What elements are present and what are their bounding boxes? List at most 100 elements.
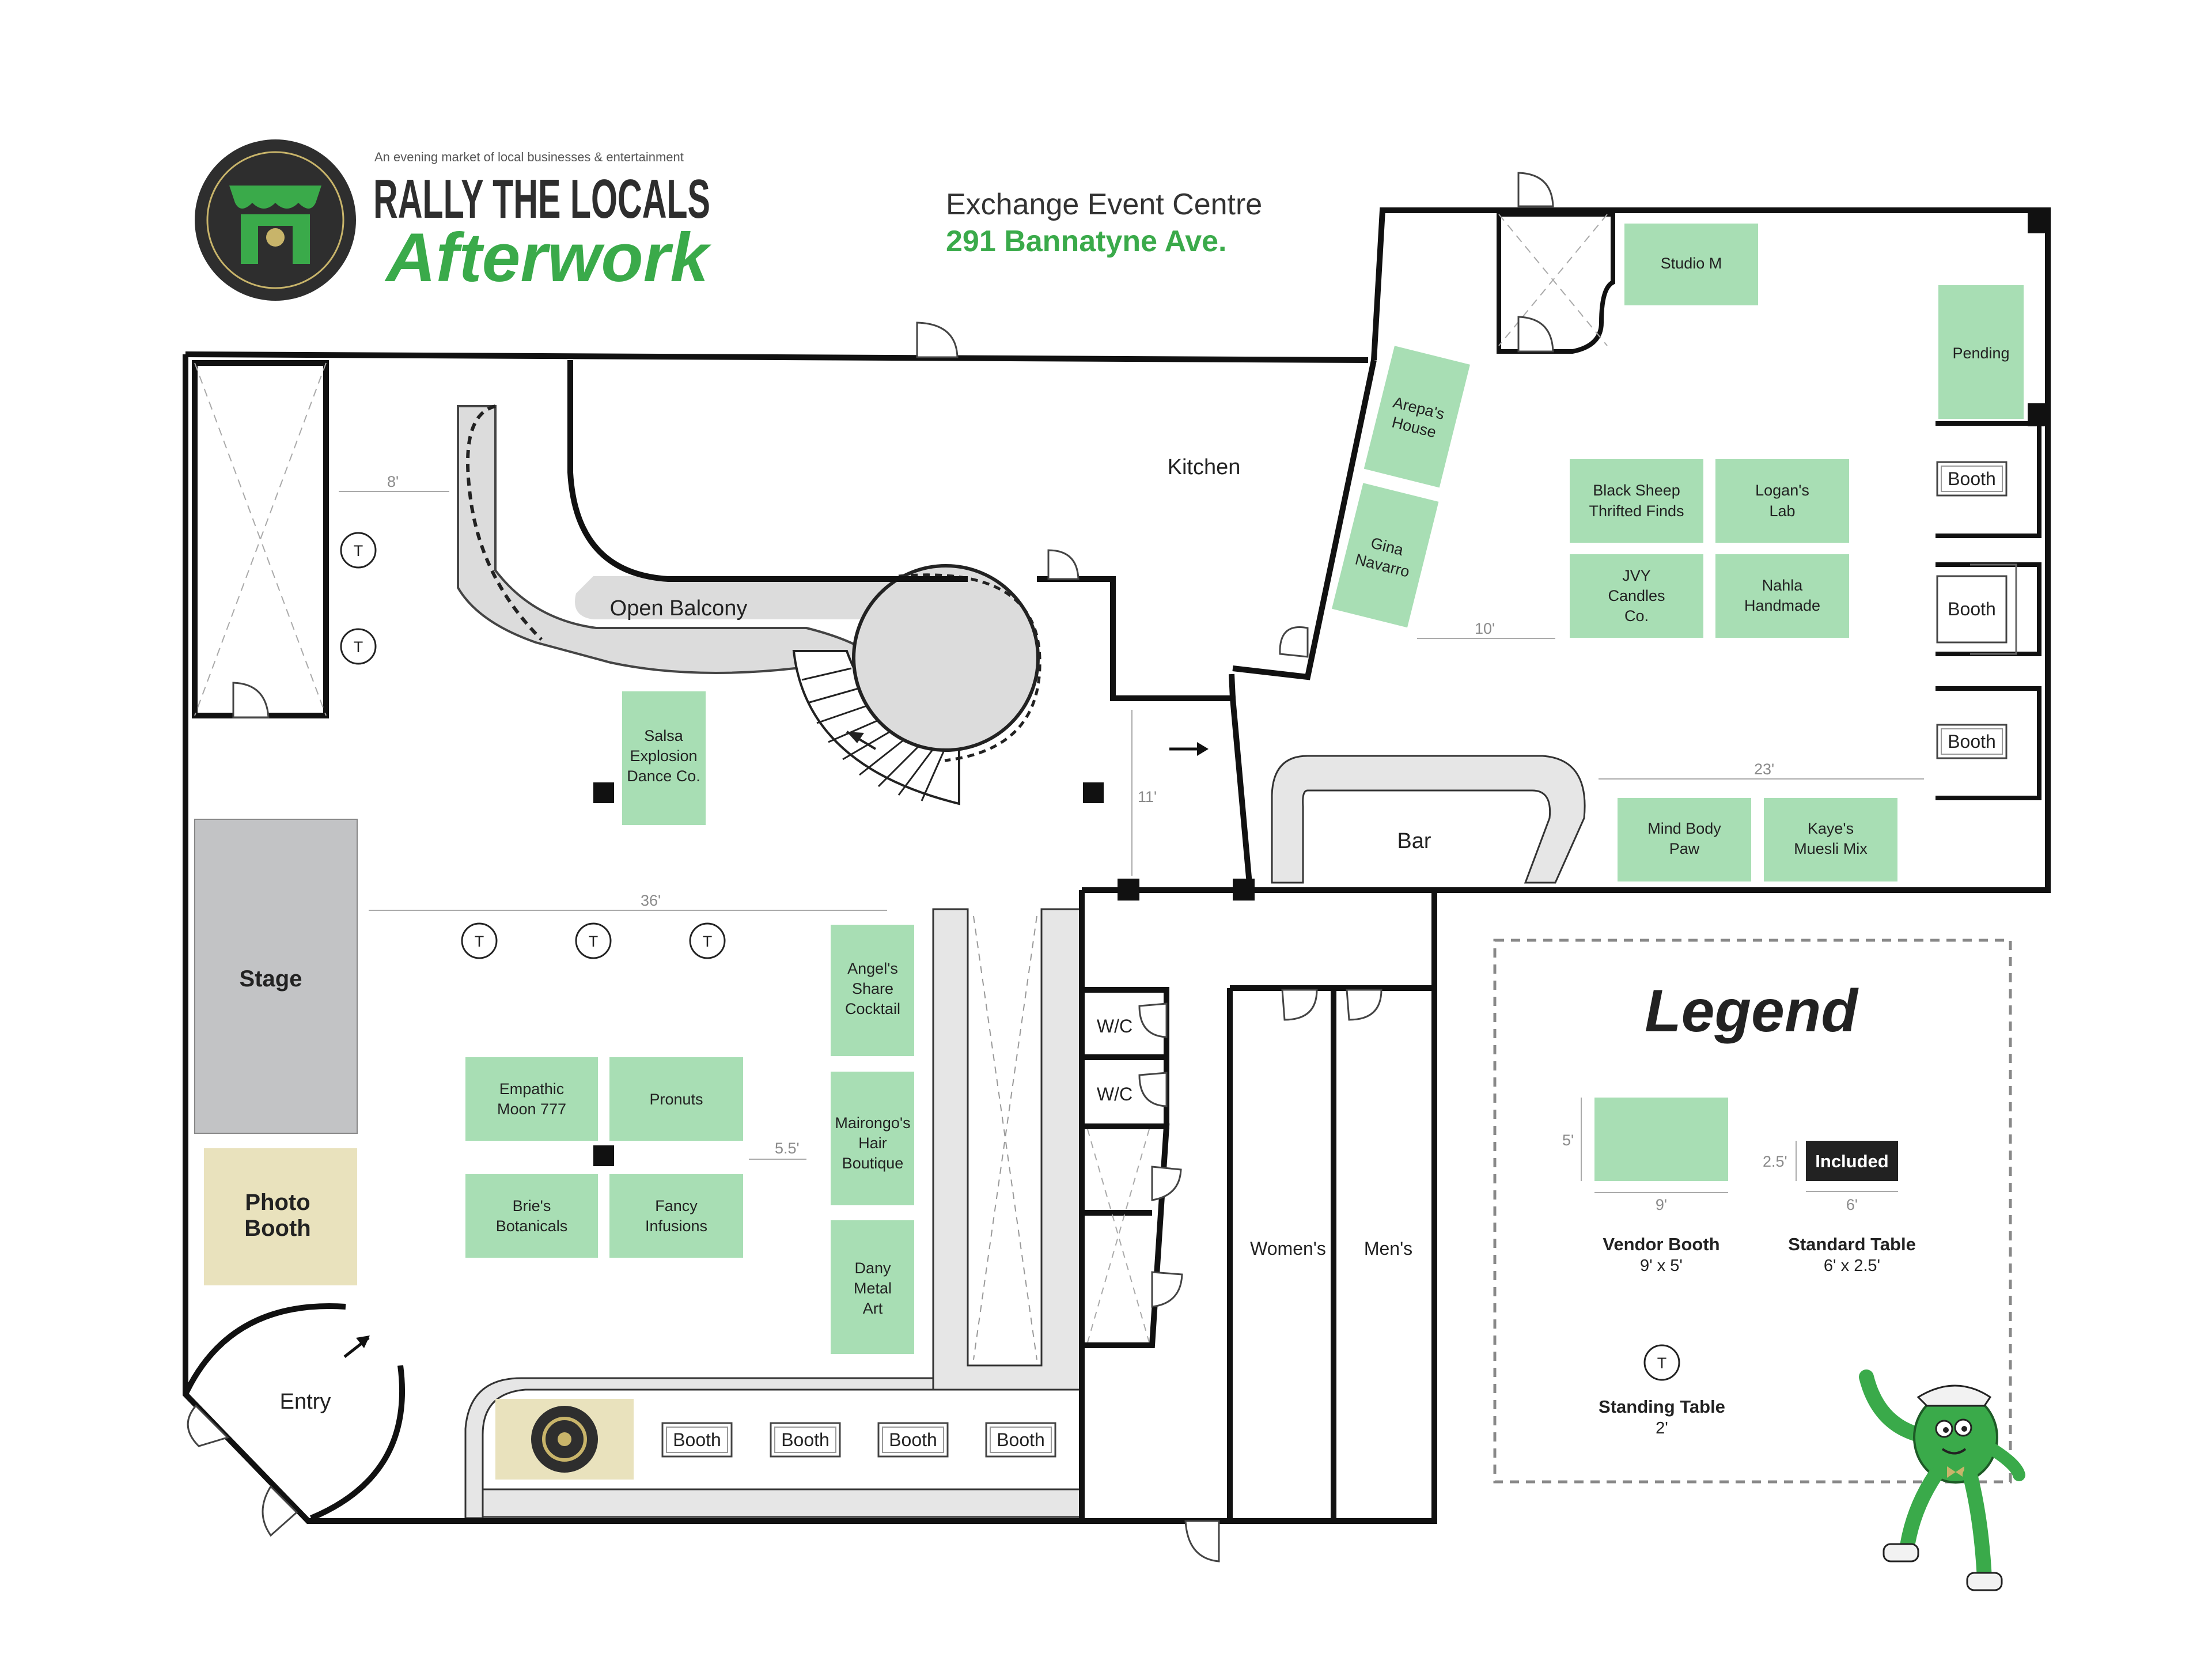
bar-counter bbox=[1271, 755, 1586, 884]
dimension-lines bbox=[339, 491, 1924, 1160]
svg-text:Dany: Dany bbox=[854, 1259, 891, 1277]
svg-text:Pending: Pending bbox=[1952, 345, 2009, 362]
vendor-dany-metal: Dany Metal Art bbox=[831, 1220, 914, 1354]
entry-rotunda bbox=[183, 1303, 346, 1396]
svg-text:Fancy: Fancy bbox=[655, 1197, 698, 1215]
legend-title: Legend bbox=[1645, 978, 1859, 1045]
doors bbox=[187, 172, 1554, 1562]
entry-label: Entry bbox=[280, 1390, 331, 1414]
svg-text:Botanicals: Botanicals bbox=[496, 1217, 568, 1235]
svg-text:Salsa: Salsa bbox=[644, 727, 684, 744]
svg-text:Boutique: Boutique bbox=[842, 1155, 904, 1172]
standing-table-icon: T bbox=[340, 628, 377, 665]
svg-text:Lab: Lab bbox=[1769, 502, 1795, 520]
venue-name: Exchange Event Centre bbox=[946, 188, 1262, 221]
vendor-kayes-muesli: Kaye's Muesli Mix bbox=[1764, 798, 1897, 881]
svg-text:Handmade: Handmade bbox=[1744, 597, 1820, 614]
svg-text:Logan's: Logan's bbox=[1755, 482, 1809, 499]
svg-text:Pronuts: Pronuts bbox=[649, 1091, 703, 1108]
svg-text:Cocktail: Cocktail bbox=[845, 1000, 900, 1017]
svg-text:Angel's: Angel's bbox=[847, 960, 898, 977]
svg-text:Metal: Metal bbox=[854, 1280, 892, 1297]
svg-text:T: T bbox=[354, 638, 363, 656]
svg-text:Booth: Booth bbox=[673, 1429, 721, 1450]
standing-table-icon: T bbox=[689, 922, 726, 959]
legend: Legend 5' 9' Vendor Booth 9' x 5' Includ… bbox=[1493, 939, 2012, 1484]
svg-text:Booth: Booth bbox=[1948, 731, 1996, 752]
womens-label: Women's bbox=[1250, 1238, 1326, 1259]
svg-text:T: T bbox=[1657, 1355, 1667, 1372]
svg-text:Booth: Booth bbox=[997, 1429, 1045, 1450]
legend-standing-table-icon: T bbox=[1643, 1344, 1680, 1381]
balcony-label: Open Balcony bbox=[610, 596, 748, 621]
svg-text:Mairongo's: Mairongo's bbox=[835, 1114, 910, 1132]
booth-table: Booth bbox=[1936, 461, 2008, 497]
mascot-illustration bbox=[1859, 1369, 2025, 1591]
svg-text:T: T bbox=[475, 933, 484, 950]
svg-text:Nahla: Nahla bbox=[1762, 577, 1804, 594]
brand-tagline: An evening market of local businesses & … bbox=[374, 150, 684, 164]
svg-text:Infusions: Infusions bbox=[645, 1217, 707, 1235]
svg-text:Brie's: Brie's bbox=[513, 1197, 551, 1215]
dim-11ft: 11' bbox=[1138, 788, 1157, 805]
vendor-empathic-moon: Empathic Moon 777 bbox=[465, 1057, 598, 1141]
svg-text:Mind Body: Mind Body bbox=[1647, 820, 1721, 837]
booth-table: Booth bbox=[877, 1422, 949, 1458]
svg-text:T: T bbox=[589, 933, 599, 950]
booth-table: Booth bbox=[770, 1422, 841, 1458]
svg-text:Booth: Booth bbox=[1948, 599, 1996, 619]
columns bbox=[593, 210, 2048, 1166]
standing-table-icon: T bbox=[340, 532, 377, 569]
legend-standard-table-title: Standard Table bbox=[1788, 1234, 1916, 1254]
legend-standard-table-label: Included bbox=[1815, 1151, 1888, 1171]
vendor-salsa-explosion: Salsa Explosion Dance Co. bbox=[622, 691, 706, 825]
photo-booth-area bbox=[204, 1148, 357, 1285]
vendor-angels-share: Angel's Share Cocktail bbox=[831, 925, 914, 1056]
vendor-booths: Studio M Pending Arepa's House Gina Nava… bbox=[465, 224, 2024, 1354]
vendor-pending: Pending bbox=[1938, 285, 2024, 419]
vendor-nahla-handmade: Nahla Handmade bbox=[1715, 554, 1849, 638]
round-platform bbox=[852, 564, 1040, 752]
svg-text:Kaye's: Kaye's bbox=[1808, 820, 1854, 837]
legend-standard-table-swatch bbox=[1806, 1141, 1898, 1181]
svg-text:Booth: Booth bbox=[889, 1429, 937, 1450]
svg-text:JVY: JVY bbox=[1622, 567, 1651, 584]
booth-table: Booth bbox=[985, 1422, 1056, 1458]
dim-23ft: 23' bbox=[1754, 761, 1774, 778]
svg-text:Art: Art bbox=[863, 1300, 883, 1317]
shaft bbox=[932, 908, 1083, 1391]
svg-text:Booth: Booth bbox=[781, 1429, 830, 1450]
vendor-studio-m: Studio M bbox=[1624, 224, 1758, 305]
legend-standard-table-width: 6' bbox=[1846, 1196, 1858, 1213]
legend-frame bbox=[1493, 939, 2012, 1484]
svg-text:Paw: Paw bbox=[1669, 840, 1700, 857]
svg-text:Candles: Candles bbox=[1608, 587, 1665, 604]
stage-label: Stage bbox=[240, 966, 302, 992]
svg-text:Explosion: Explosion bbox=[630, 747, 697, 765]
legend-vendor-title: Vendor Booth bbox=[1603, 1234, 1719, 1254]
lounge-bench bbox=[482, 1488, 1083, 1518]
vendor-fancy-infusions: Fancy Infusions bbox=[609, 1174, 743, 1258]
booth-table: Booth bbox=[1936, 575, 2008, 644]
vendor-mind-body-paw: Mind Body Paw bbox=[1618, 798, 1751, 881]
vendor-arepas-house: Arepa's House bbox=[1363, 346, 1470, 488]
wheel-icon bbox=[531, 1406, 598, 1473]
direction-arrow-icon bbox=[1169, 742, 1209, 756]
photo-booth-line2: Booth bbox=[244, 1216, 311, 1241]
svg-text:Dance Co.: Dance Co. bbox=[627, 767, 700, 785]
standing-table-icon: T bbox=[461, 922, 498, 959]
legend-standard-table-size: 6' x 2.5' bbox=[1824, 1257, 1880, 1275]
svg-text:Co.: Co. bbox=[1624, 607, 1649, 625]
standing-tables: T T T T T bbox=[340, 532, 726, 959]
svg-text:T: T bbox=[354, 542, 363, 559]
svg-text:Booth: Booth bbox=[1948, 468, 1996, 489]
dim-36ft: 36' bbox=[641, 892, 661, 909]
dim-10ft: 10' bbox=[1475, 620, 1495, 637]
svg-text:Moon 777: Moon 777 bbox=[497, 1100, 566, 1118]
vendor-gina-navarro: Gina Navarro bbox=[1332, 483, 1439, 628]
legend-standing-table-title: Standing Table bbox=[1599, 1397, 1725, 1417]
photo-booth-line1: Photo bbox=[245, 1190, 310, 1215]
photo-booth-label: Photo Booth bbox=[244, 1190, 311, 1241]
kitchen-label: Kitchen bbox=[1168, 455, 1241, 479]
vendor-black-sheep: Black Sheep Thrifted Finds bbox=[1570, 459, 1703, 543]
